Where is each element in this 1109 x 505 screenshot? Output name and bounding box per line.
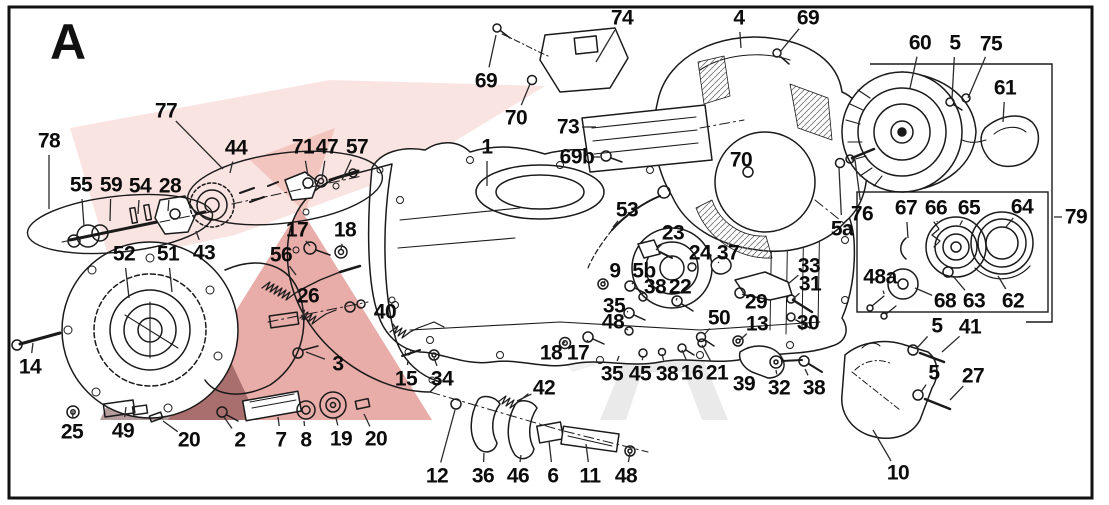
leader-line-38-66: [661, 353, 665, 361]
leader-line-51-39: [168, 267, 173, 293]
leader-line-48-90: [627, 452, 631, 463]
leader-line-2-79: [223, 416, 233, 429]
detail-box: [856, 191, 1049, 313]
leader-line-49-77: [124, 406, 127, 418]
leader-line-54-22: [137, 199, 140, 215]
leader-line-40-53: [392, 323, 398, 331]
leader-line-5-72: [916, 335, 929, 349]
leader-line-26-52: [301, 309, 306, 321]
leader-line-34-61: [433, 357, 438, 367]
leader-line-42-84: [516, 393, 532, 402]
leader-line-12-85: [440, 409, 456, 463]
leader-line-64-31: [1005, 217, 1014, 228]
leader-line-41-73: [941, 335, 961, 353]
leader-line-65-30: [959, 220, 963, 226]
leader-line-5b-43: [631, 280, 635, 285]
leader-line-14-58: [31, 342, 34, 354]
leader-line-71-15: [304, 160, 309, 177]
leader-line-28-23: [167, 199, 170, 212]
leader-line-69-7: [488, 34, 497, 68]
leader-line-76-26: [854, 159, 861, 201]
bracket-79: [870, 63, 1053, 323]
leader-line-20-83: [363, 413, 371, 427]
leader-line-63-50: [952, 275, 966, 291]
leader-line-35-54: [626, 310, 629, 313]
leader-line-50-56: [703, 328, 711, 336]
leader-line-31-37: [792, 292, 800, 300]
group-ellipse-0: [26, 193, 214, 255]
leader-line-38-71: [804, 368, 809, 376]
leader-line-18-62: [561, 341, 566, 345]
leader-line-18-25: [340, 243, 343, 250]
leader-line-43-40: [195, 230, 200, 241]
leader-line-75-5: [967, 56, 987, 99]
leader-line-7-80: [277, 416, 280, 427]
diagram-frame: [7, 5, 1094, 500]
leader-line-3-59: [305, 351, 326, 360]
leader-line-5-4: [951, 56, 955, 100]
leader-line-21-68: [701, 344, 711, 362]
leader-line-47-16: [321, 160, 326, 179]
leader-line-69-2: [779, 28, 800, 53]
leader-line-52-38: [124, 267, 130, 299]
leader-line-16-67: [681, 349, 687, 361]
panel-letter: A: [49, 14, 87, 70]
leader-line-37-35: [717, 261, 720, 264]
leader-line-8-81: [303, 420, 306, 427]
leader-line-62-51: [997, 275, 1007, 290]
leader-line-68-49: [914, 287, 933, 296]
callout-shapes: [26, 63, 1053, 323]
leader-line-67-28: [906, 221, 909, 239]
leader-line-10-91: [872, 429, 892, 462]
leader-line-29-46: [741, 293, 745, 296]
leader-line-17-63: [585, 339, 589, 343]
leader-line-23-33: [655, 242, 664, 251]
leader-line-44-14: [229, 161, 234, 174]
leader-line-33-36: [787, 274, 799, 285]
leader-line-39-69: [748, 369, 751, 372]
leader-line-48a-48: [882, 290, 885, 295]
leader-line-45-65: [641, 355, 644, 361]
leader-line-27-75: [949, 385, 964, 401]
leader-line-61-6: [1002, 101, 1005, 123]
leader-line-57-17: [341, 159, 352, 181]
leader-line-56-41: [288, 265, 297, 276]
leader-line-6-88: [548, 440, 553, 463]
leader-line-74-0: [595, 29, 616, 63]
leader-line-46-87: [519, 454, 522, 463]
leader-line-9-42: [602, 280, 606, 284]
leader-line-30-47: [793, 316, 796, 319]
leader-line-5-74: [920, 384, 927, 393]
leader-line-60-3: [909, 56, 918, 89]
leader-line-17-24: [305, 240, 311, 247]
leader-line-19-82: [335, 417, 339, 426]
leader-line-77-12: [175, 120, 224, 170]
leader-line-22-45: [675, 297, 678, 301]
leader-line-53-19: [612, 220, 619, 228]
leader-line-20-78: [162, 420, 179, 433]
leader-line-32-70: [775, 369, 778, 375]
leader-line-13-57: [739, 333, 748, 341]
leader-line-11-89: [585, 443, 589, 463]
engine-drawing: [11, 23, 1040, 460]
leader-line-4-1: [739, 31, 742, 49]
leader-lines: [31, 28, 1062, 463]
leader-line-48-55: [625, 328, 629, 331]
leader-line-59-21: [109, 198, 112, 222]
leader-line-35-64: [616, 355, 620, 362]
leader-line-5a-27: [838, 167, 842, 216]
group-ellipse-1: [186, 150, 384, 226]
leader-line-15-60: [406, 359, 409, 366]
leader-line-70-8: [520, 83, 531, 106]
leader-line-55-20: [81, 198, 85, 227]
